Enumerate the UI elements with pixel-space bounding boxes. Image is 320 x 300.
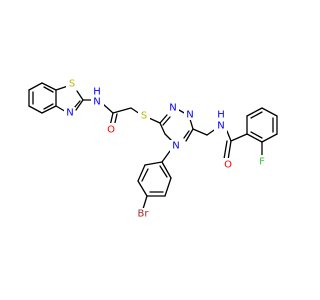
atom-s-thioether: S (141, 111, 147, 122)
atom-n-triazole-2: N (186, 110, 193, 121)
atom-n-amide-left: N (93, 97, 100, 108)
atom-br-bromo: Br (138, 209, 150, 220)
structure-drawing: S N H N O S N N N N H O F Br (28, 77, 278, 220)
atom-s-benzothiazole: S (69, 79, 75, 90)
bromophenyl-ring (137, 150, 172, 210)
molecule-diagram: S N H N O S N N N N H O F Br (28, 77, 278, 220)
atom-h-amide-right: H (217, 110, 225, 121)
atom-n-triazole-4: N (172, 141, 179, 152)
atom-n-triazole-1: N (169, 103, 176, 114)
atom-o-amide-right: O (224, 160, 232, 171)
atom-f-fluoro: F (259, 157, 265, 168)
fluorophenyl-ring (246, 107, 278, 157)
atom-n-benzothiazole: N (66, 108, 73, 119)
atom-n-amide-right: N (217, 121, 224, 132)
atom-o-amide-left: O (107, 125, 115, 136)
atom-labels: S N H N O S N N N N H O F Br (64, 77, 268, 220)
atom-h-amide-left: H (93, 87, 101, 98)
benzothiazole-benzene-ring (28, 82, 57, 114)
